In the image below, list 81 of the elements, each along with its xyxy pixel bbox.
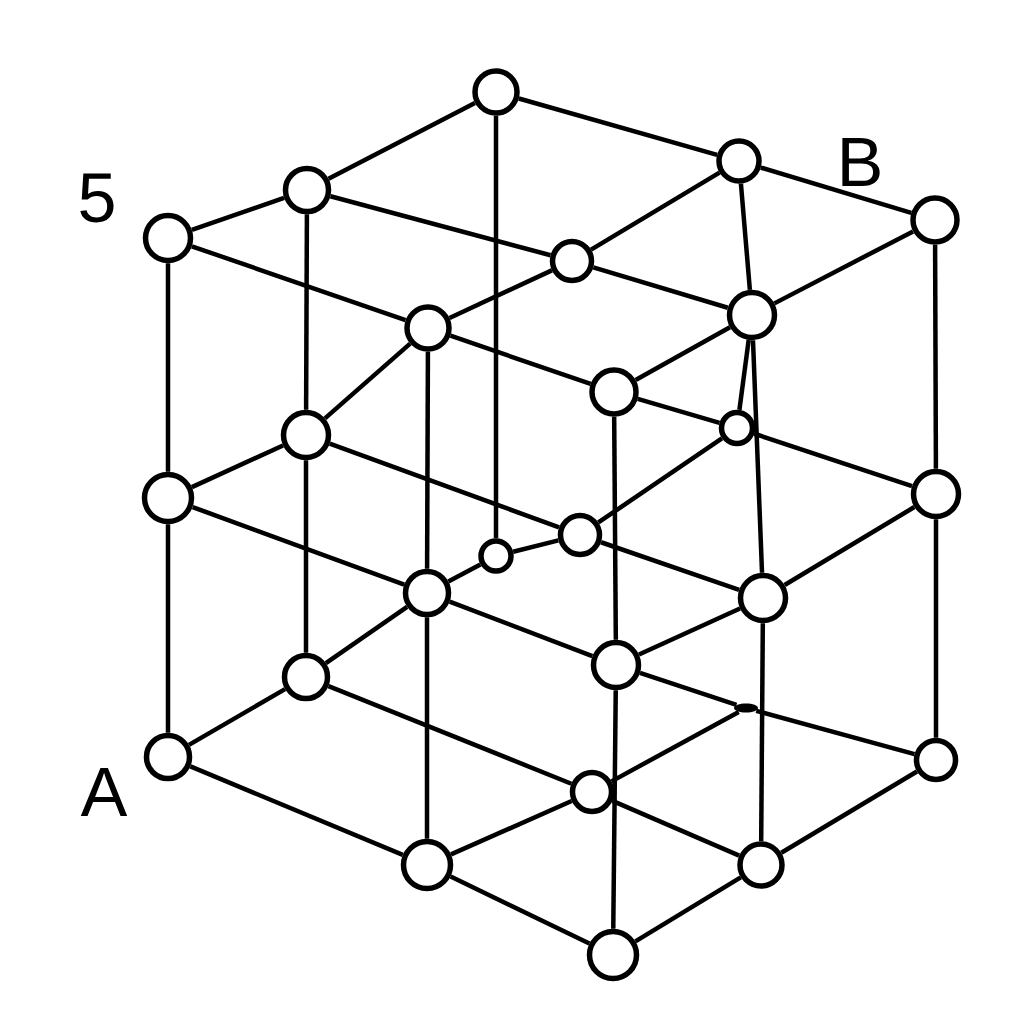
- node-circle: [141, 471, 195, 525]
- corner-label: 5: [80, 173, 114, 223]
- connecting-line: [600, 540, 740, 592]
- connecting-line: [165, 524, 171, 733]
- node-circle: [280, 409, 332, 461]
- connecting-line: [933, 519, 939, 738]
- node-circle: [569, 769, 615, 815]
- node-circle: [402, 568, 452, 618]
- connecting-line: [512, 538, 559, 554]
- node-circle: [472, 68, 520, 116]
- connecting-line: [187, 687, 287, 747]
- connecting-line: [611, 690, 618, 929]
- connecting-line: [634, 875, 742, 944]
- junction-dot: [734, 703, 758, 713]
- node-circle: [910, 468, 962, 520]
- connecting-line: [165, 263, 171, 472]
- connecting-line: [190, 443, 284, 490]
- node-circle: [737, 841, 785, 889]
- connecting-line: [323, 341, 412, 421]
- connecting-line: [753, 431, 913, 489]
- connecting-line: [329, 194, 552, 258]
- connecting-line: [611, 798, 741, 858]
- node-circle: [478, 538, 514, 574]
- connecting-line: [328, 441, 560, 530]
- node-circle: [282, 165, 332, 215]
- connecting-line: [191, 195, 285, 232]
- connecting-line: [597, 436, 724, 525]
- connecting-line: [449, 333, 592, 387]
- node-circle: [549, 238, 595, 284]
- node-circle: [281, 652, 331, 702]
- corner-label: A: [80, 767, 128, 817]
- connecting-line: [448, 268, 553, 321]
- connecting-line: [327, 683, 573, 786]
- node-circle: [913, 737, 959, 783]
- connecting-line: [189, 764, 404, 857]
- connecting-line: [750, 340, 765, 573]
- connecting-line: [639, 670, 738, 707]
- connecting-line: [780, 769, 919, 855]
- node-circle: [589, 367, 639, 417]
- connecting-line: [450, 798, 573, 857]
- connecting-line: [447, 562, 482, 584]
- node-circle: [404, 304, 452, 352]
- connecting-line: [191, 504, 405, 587]
- connecting-line: [610, 710, 740, 784]
- node-circle: [557, 512, 603, 558]
- connecting-line: [424, 617, 430, 839]
- connecting-line: [324, 605, 409, 666]
- connecting-line: [493, 115, 499, 539]
- connecting-line: [773, 229, 915, 306]
- connecting-line: [303, 214, 310, 410]
- node-circle: [586, 928, 640, 982]
- connecting-line: [303, 460, 309, 653]
- connecting-line: [518, 96, 718, 157]
- connecting-line: [760, 165, 912, 216]
- connecting-line: [191, 244, 407, 323]
- connecting-line: [424, 351, 431, 569]
- connecting-line: [783, 505, 916, 587]
- node-circle: [400, 838, 454, 892]
- connecting-line: [449, 874, 591, 946]
- connecting-line: [589, 170, 721, 252]
- connecting-line: [755, 708, 916, 757]
- connecting-line: [932, 244, 939, 469]
- node-circle: [718, 409, 756, 447]
- node-circle: [737, 572, 789, 624]
- node-circle: [143, 732, 193, 782]
- connecting-line: [592, 265, 729, 310]
- connecting-line: [638, 606, 741, 657]
- connecting-line: [738, 183, 753, 291]
- connecting-line: [737, 339, 751, 411]
- connecting-line: [327, 100, 476, 181]
- corner-label: B: [842, 137, 880, 187]
- connecting-line: [611, 416, 619, 640]
- node-circle: [142, 212, 194, 264]
- connecting-line: [448, 599, 594, 659]
- connecting-line: [634, 325, 732, 382]
- connecting-line: [758, 623, 766, 842]
- node-circle: [716, 138, 762, 184]
- node-circle: [726, 289, 778, 341]
- connecting-line: [637, 396, 721, 426]
- node-circle: [590, 639, 642, 691]
- node-circle: [910, 195, 960, 245]
